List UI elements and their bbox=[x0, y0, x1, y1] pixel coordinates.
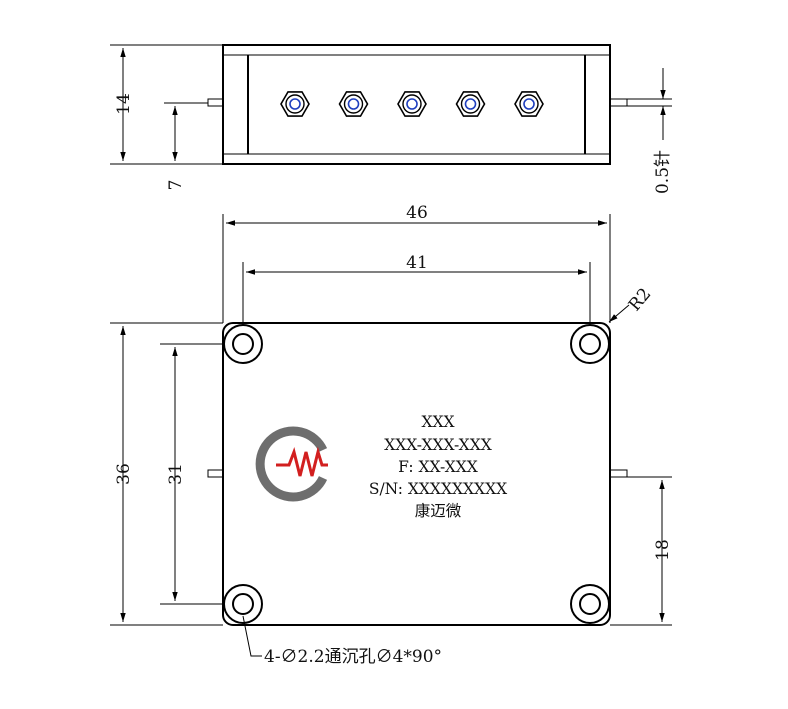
dim-pin-offset: 18 bbox=[653, 539, 673, 561]
brand-logo bbox=[255, 426, 328, 502]
label-line-2: XXX-XXX-XXX bbox=[384, 436, 492, 454]
connector-row bbox=[280, 91, 544, 117]
mounting-hole-tl bbox=[223, 324, 263, 364]
sma-connector bbox=[338, 91, 369, 117]
front-right-pin bbox=[609, 469, 628, 478]
front-left-pin bbox=[207, 469, 224, 478]
dim-pin-diameter: 0.5针 bbox=[653, 150, 673, 194]
mounting-hole-br bbox=[570, 584, 610, 624]
dim-corner-radius: R2 bbox=[625, 284, 656, 315]
dim-top-height: 14 bbox=[114, 93, 134, 115]
top-left-pin bbox=[207, 98, 224, 107]
label-line-5: 康迈微 bbox=[415, 502, 462, 520]
dim-height: 36 bbox=[114, 463, 134, 485]
mounting-hole-tr bbox=[570, 324, 610, 364]
hole-note: 4-∅2.2通沉孔∅4*90° bbox=[264, 647, 442, 667]
dim-hole-spacing-y: 31 bbox=[166, 463, 186, 485]
sma-connector bbox=[280, 91, 310, 117]
hole-note-leader bbox=[242, 615, 262, 657]
top-view: 14 7 0.5针 bbox=[110, 44, 673, 194]
label-line-1: XXX bbox=[421, 413, 454, 431]
sma-connector bbox=[397, 91, 427, 117]
top-right-pin bbox=[609, 98, 628, 107]
sma-connector bbox=[514, 91, 544, 117]
sma-connector bbox=[455, 91, 486, 117]
dim-width: 46 bbox=[406, 203, 428, 223]
label-line-3: F: XX-XXX bbox=[398, 458, 478, 476]
front-view: XXX XXX-XXX-XXX F: XX-XXX S/N: XXXXXXXXX… bbox=[110, 203, 673, 667]
dim-pin-height: 7 bbox=[166, 180, 186, 191]
label-line-4: S/N: XXXXXXXXX bbox=[369, 480, 507, 498]
dim-hole-spacing-x: 41 bbox=[406, 253, 428, 273]
